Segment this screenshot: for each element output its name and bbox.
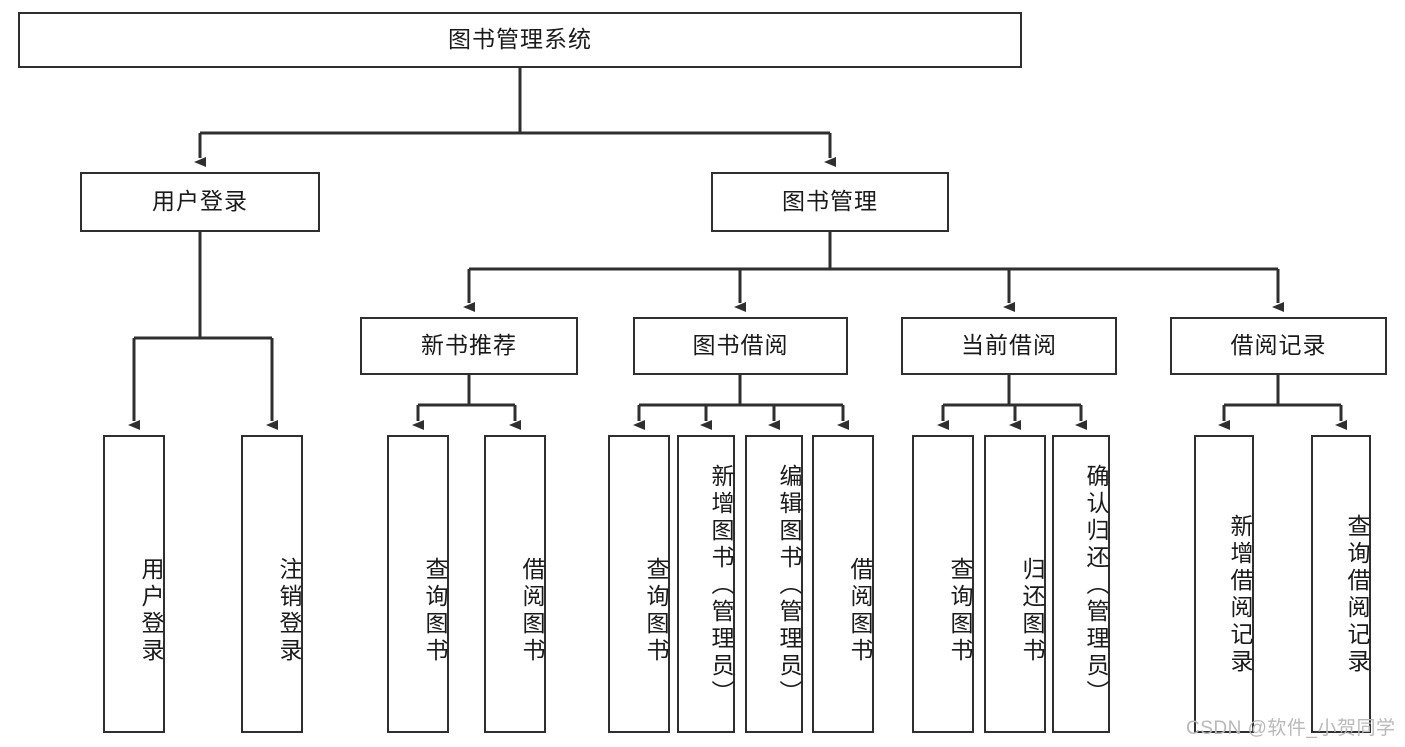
node-leaf-query-book-2[interactable]: 查询图书 (608, 435, 670, 733)
node-book-manage[interactable]: 图书管理 (711, 172, 949, 232)
node-current-borrow[interactable]: 当前借阅 (901, 317, 1117, 375)
node-leaf-borrow-book-1-label: 借阅图书 (519, 557, 545, 665)
node-borrow-record[interactable]: 借阅记录 (1170, 317, 1387, 375)
node-leaf-add-book-label: 新增图书（管理员） (708, 463, 734, 707)
node-new-book-recommend-label: 新书推荐 (421, 332, 517, 359)
node-root[interactable]: 图书管理系统 (18, 12, 1022, 68)
node-leaf-borrow-book-1[interactable]: 借阅图书 (484, 435, 546, 733)
node-leaf-query-book-3[interactable]: 查询图书 (912, 435, 974, 733)
csdn-watermark: CSDN @软件_小贺同学 (1186, 718, 1396, 739)
node-leaf-confirm-return[interactable]: 确认归还（管理员） (1052, 435, 1110, 733)
node-leaf-edit-book-label: 编辑图书（管理员） (776, 463, 802, 707)
node-leaf-query-record[interactable]: 查询借阅记录 (1311, 435, 1371, 733)
node-leaf-query-book-1-label: 查询图书 (422, 557, 448, 665)
node-leaf-borrow-book-2-label: 借阅图书 (847, 557, 873, 665)
node-leaf-query-book-2-label: 查询图书 (643, 557, 669, 665)
node-book-borrow[interactable]: 图书借阅 (633, 317, 848, 375)
node-leaf-add-record[interactable]: 新增借阅记录 (1194, 435, 1254, 733)
node-book-manage-label: 图书管理 (782, 188, 878, 215)
node-leaf-query-record-label: 查询借阅记录 (1344, 514, 1370, 676)
node-leaf-user-login-label: 用户登录 (138, 557, 164, 665)
node-leaf-return-book[interactable]: 归还图书 (984, 435, 1046, 733)
node-borrow-record-label: 借阅记录 (1230, 332, 1327, 359)
node-user-login-label: 用户登录 (152, 188, 248, 215)
node-leaf-add-record-label: 新增借阅记录 (1227, 514, 1253, 676)
node-leaf-borrow-book-2[interactable]: 借阅图书 (812, 435, 874, 733)
node-leaf-logout-label: 注销登录 (276, 557, 302, 665)
node-current-borrow-label: 当前借阅 (961, 332, 1057, 359)
node-book-borrow-label: 图书借阅 (692, 332, 789, 359)
node-leaf-query-book-3-label: 查询图书 (947, 557, 973, 665)
node-leaf-edit-book[interactable]: 编辑图书（管理员） (745, 435, 803, 733)
node-leaf-logout[interactable]: 注销登录 (241, 435, 303, 733)
node-leaf-query-book-1[interactable]: 查询图书 (387, 435, 449, 733)
node-leaf-confirm-return-label: 确认归还（管理员） (1083, 463, 1109, 707)
node-new-book-recommend[interactable]: 新书推荐 (360, 317, 578, 375)
node-leaf-add-book[interactable]: 新增图书（管理员） (677, 435, 735, 733)
node-leaf-user-login[interactable]: 用户登录 (103, 435, 165, 733)
node-root-label: 图书管理系统 (448, 26, 592, 53)
node-user-login[interactable]: 用户登录 (80, 172, 320, 232)
node-leaf-return-book-label: 归还图书 (1019, 557, 1045, 665)
